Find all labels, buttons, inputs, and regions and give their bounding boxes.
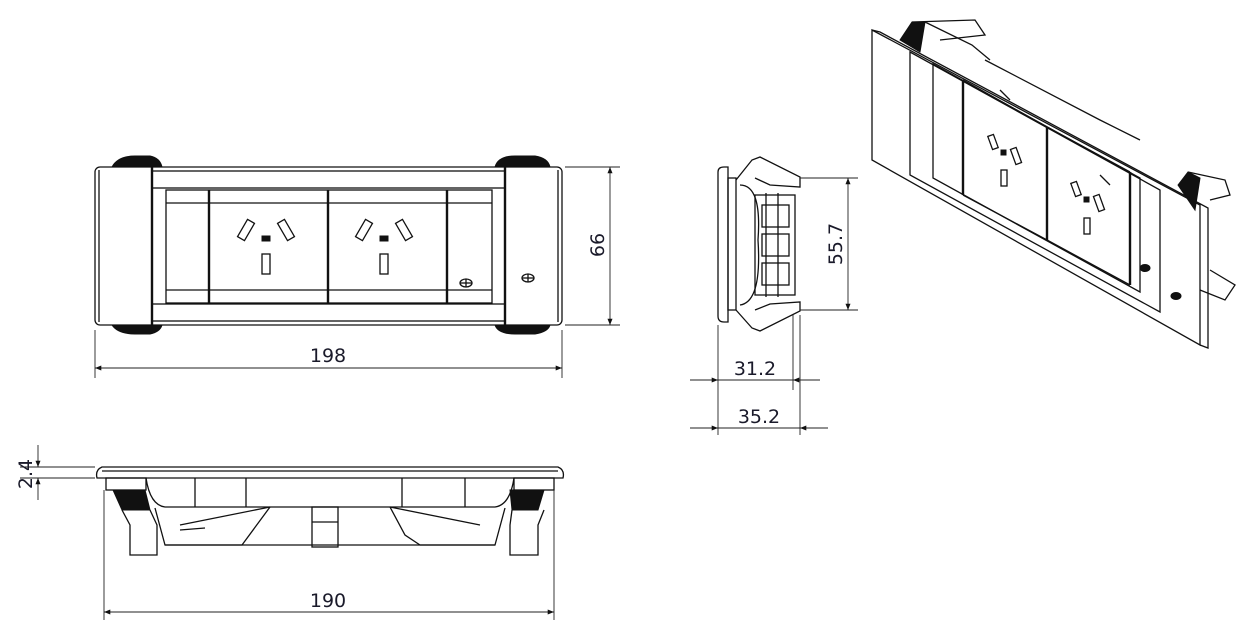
- iso-outlet-2: [1069, 180, 1106, 235]
- bottom-view: 2.4 190: [15, 445, 565, 620]
- screw-icon: [459, 278, 473, 288]
- outlet-1: [236, 218, 296, 275]
- dimension-190: 190: [310, 590, 346, 612]
- dimension-35-2: 35.2: [738, 406, 780, 428]
- screw-icon: [521, 273, 535, 283]
- dimension-198: 198: [310, 345, 346, 367]
- side-view: 55.7 31.2 35.2: [690, 156, 858, 435]
- outlet-2: [354, 218, 414, 275]
- dimension-2-4: 2.4: [15, 459, 37, 489]
- isometric-view: [871, 19, 1236, 349]
- iso-outlet-1: [986, 133, 1023, 187]
- front-view: 198 66: [94, 155, 620, 378]
- screw-icon: [1170, 292, 1182, 300]
- dimension-55-7: 55.7: [825, 223, 847, 265]
- dimension-31-2: 31.2: [734, 358, 776, 380]
- screw-icon: [1139, 264, 1151, 272]
- dimension-66: 66: [587, 233, 609, 257]
